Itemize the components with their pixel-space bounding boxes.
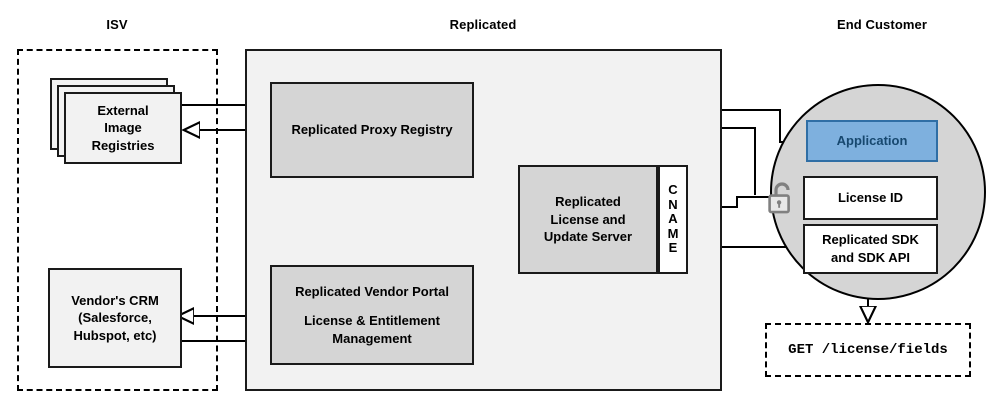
application-label: Application bbox=[836, 133, 908, 149]
license-id-label: License ID bbox=[837, 190, 904, 206]
cname-letter-c: C bbox=[668, 182, 678, 198]
license-server-line-3: Update Server bbox=[543, 229, 633, 245]
vendor-portal-line-1: Replicated Vendor Portal bbox=[295, 283, 449, 299]
replicated-sdk-line-1: Replicated SDK bbox=[822, 232, 919, 248]
node-replicated-license-update-server[interactable]: Replicated License and Update Server bbox=[518, 165, 658, 274]
vendor-portal-line-3: License & Entitlement bbox=[304, 313, 440, 329]
node-replicated-proxy-registry[interactable]: Replicated Proxy Registry bbox=[270, 82, 474, 178]
external-registries-line-1: External bbox=[97, 102, 149, 118]
node-replicated-sdk[interactable]: Replicated SDK and SDK API bbox=[803, 224, 938, 274]
unlocked-padlock-icon bbox=[768, 182, 790, 214]
replicated-sdk-line-2: and SDK API bbox=[831, 250, 910, 265]
cname-letter-a: A bbox=[668, 211, 678, 227]
cname-letter-e: E bbox=[668, 240, 678, 256]
callout-text: GET /license/fields bbox=[788, 342, 948, 358]
node-vendor-crm[interactable]: Vendor's CRM (Salesforce, Hubspot, etc) bbox=[48, 268, 182, 368]
license-server-line-2: License and bbox=[550, 211, 626, 227]
group-title-replicated: Replicated bbox=[449, 17, 517, 32]
node-application[interactable]: Application bbox=[806, 120, 938, 162]
cname-letter-m: M bbox=[667, 225, 679, 241]
proxy-registry-label: Replicated Proxy Registry bbox=[291, 122, 453, 138]
group-title-isv: ISV bbox=[106, 17, 128, 32]
vendor-crm-line-1: Vendor's CRM bbox=[71, 292, 159, 308]
cname-letter-n: N bbox=[668, 196, 678, 212]
node-replicated-vendor-portal[interactable]: Replicated Vendor Portal License & Entit… bbox=[270, 265, 474, 365]
vendor-portal-line-4: Management bbox=[332, 330, 412, 346]
node-cname[interactable]: C N A M E bbox=[658, 165, 688, 274]
group-title-end-customer: End Customer bbox=[836, 17, 928, 32]
isv-boundary bbox=[17, 49, 218, 391]
vendor-crm-line-2: (Salesforce, bbox=[78, 310, 152, 326]
external-registries-line-3: Registries bbox=[91, 137, 155, 153]
vendor-crm-line-3: Hubspot, etc) bbox=[73, 327, 157, 343]
license-server-line-1: Replicated bbox=[555, 194, 621, 210]
node-external-image-registries[interactable]: External Image Registries bbox=[64, 92, 182, 164]
callout-get-license-fields: GET /license/fields bbox=[765, 323, 971, 377]
vendor-portal-spacer bbox=[295, 300, 449, 312]
node-license-id[interactable]: License ID bbox=[803, 176, 938, 220]
external-registries-line-2: Image bbox=[104, 120, 142, 136]
